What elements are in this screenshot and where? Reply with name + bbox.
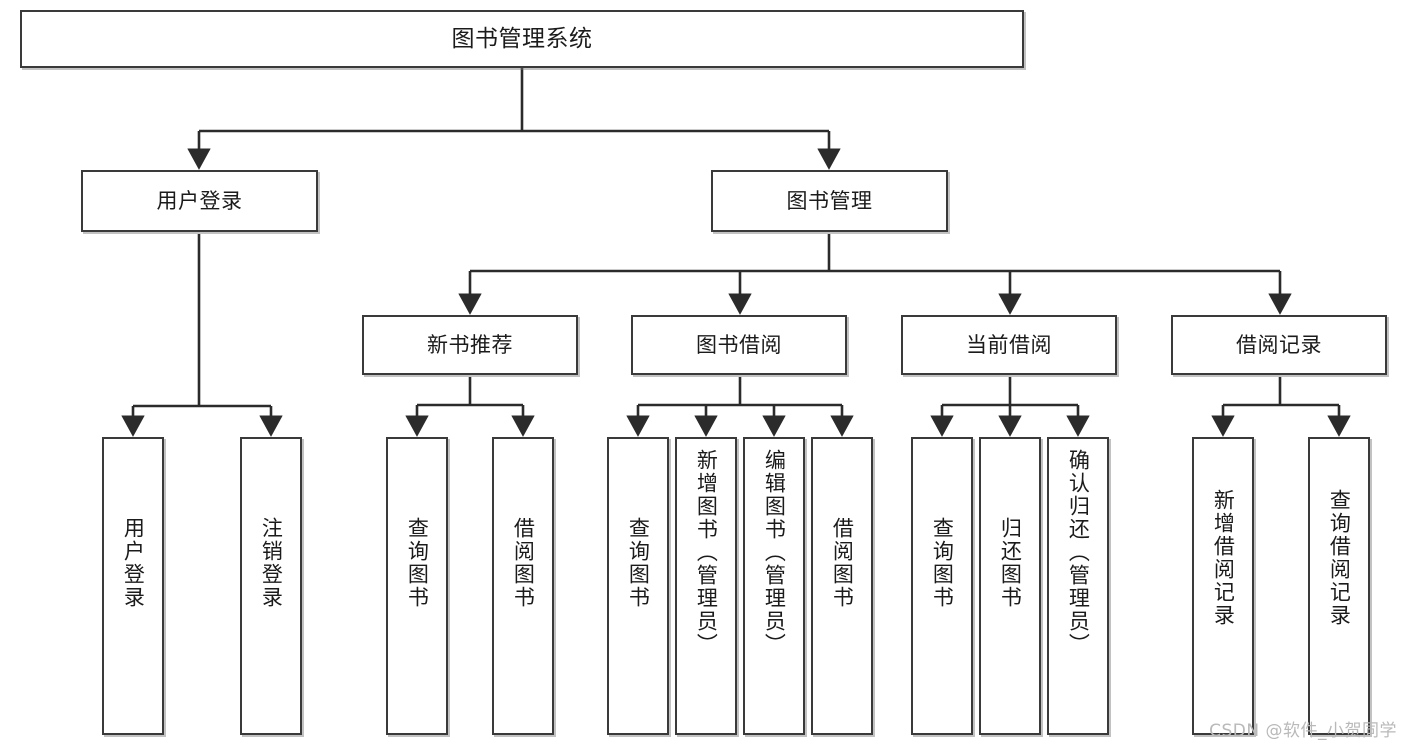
node-leaf-edit-book[interactable]: 编辑图书（管理员） <box>743 437 805 735</box>
node-user-login-label: 用户登录 <box>156 188 243 213</box>
node-leaf-query-record[interactable]: 查询借阅记录 <box>1308 437 1370 735</box>
node-leaf-user-login[interactable]: 用户登录 <box>102 437 164 735</box>
node-leaf-query-book-3-label: 查询图书 <box>930 517 955 609</box>
node-current-borrow-label: 当前借阅 <box>966 332 1052 357</box>
node-new-book-recommend[interactable]: 新书推荐 <box>362 315 578 375</box>
node-leaf-add-book[interactable]: 新增图书（管理员） <box>675 437 737 735</box>
node-leaf-user-login-label: 用户登录 <box>121 517 146 609</box>
node-leaf-query-book-2[interactable]: 查询图书 <box>607 437 669 735</box>
node-leaf-logout-login[interactable]: 注销登录 <box>240 437 302 735</box>
node-root-label: 图书管理系统 <box>451 25 593 52</box>
node-leaf-query-book-2-label: 查询图书 <box>626 517 651 609</box>
node-leaf-return-book-label: 归还图书 <box>998 517 1023 609</box>
node-leaf-query-record-label: 查询借阅记录 <box>1327 489 1352 627</box>
node-leaf-edit-book-label: 编辑图书（管理员） <box>762 449 787 656</box>
node-leaf-confirm-return[interactable]: 确认归还（管理员） <box>1047 437 1109 735</box>
node-leaf-query-book-1[interactable]: 查询图书 <box>386 437 448 735</box>
watermark-text: CSDN @软件_小贺同学 <box>1209 721 1397 741</box>
node-leaf-return-book[interactable]: 归还图书 <box>979 437 1041 735</box>
node-leaf-confirm-return-label: 确认归还（管理员） <box>1066 449 1091 656</box>
node-leaf-borrow-book-2-label: 借阅图书 <box>830 517 855 609</box>
node-root[interactable]: 图书管理系统 <box>20 10 1024 68</box>
node-leaf-borrow-book-1-label: 借阅图书 <box>511 517 536 609</box>
node-book-management-label: 图书管理 <box>786 188 873 213</box>
node-borrow-record[interactable]: 借阅记录 <box>1171 315 1387 375</box>
node-leaf-query-book-1-label: 查询图书 <box>405 517 430 609</box>
node-user-login[interactable]: 用户登录 <box>81 170 318 232</box>
node-leaf-borrow-book-2[interactable]: 借阅图书 <box>811 437 873 735</box>
node-book-management[interactable]: 图书管理 <box>711 170 948 232</box>
node-leaf-add-book-label: 新增图书（管理员） <box>694 449 719 656</box>
node-book-borrow-label: 图书借阅 <box>696 332 782 357</box>
node-leaf-add-record-label: 新增借阅记录 <box>1211 489 1236 627</box>
node-leaf-logout-login-label: 注销登录 <box>259 517 284 609</box>
node-leaf-add-record[interactable]: 新增借阅记录 <box>1192 437 1254 735</box>
node-leaf-borrow-book-1[interactable]: 借阅图书 <box>492 437 554 735</box>
node-leaf-query-book-3[interactable]: 查询图书 <box>911 437 973 735</box>
node-new-book-recommend-label: 新书推荐 <box>427 332 513 357</box>
node-borrow-record-label: 借阅记录 <box>1236 332 1322 357</box>
node-book-borrow[interactable]: 图书借阅 <box>631 315 847 375</box>
node-current-borrow[interactable]: 当前借阅 <box>901 315 1117 375</box>
